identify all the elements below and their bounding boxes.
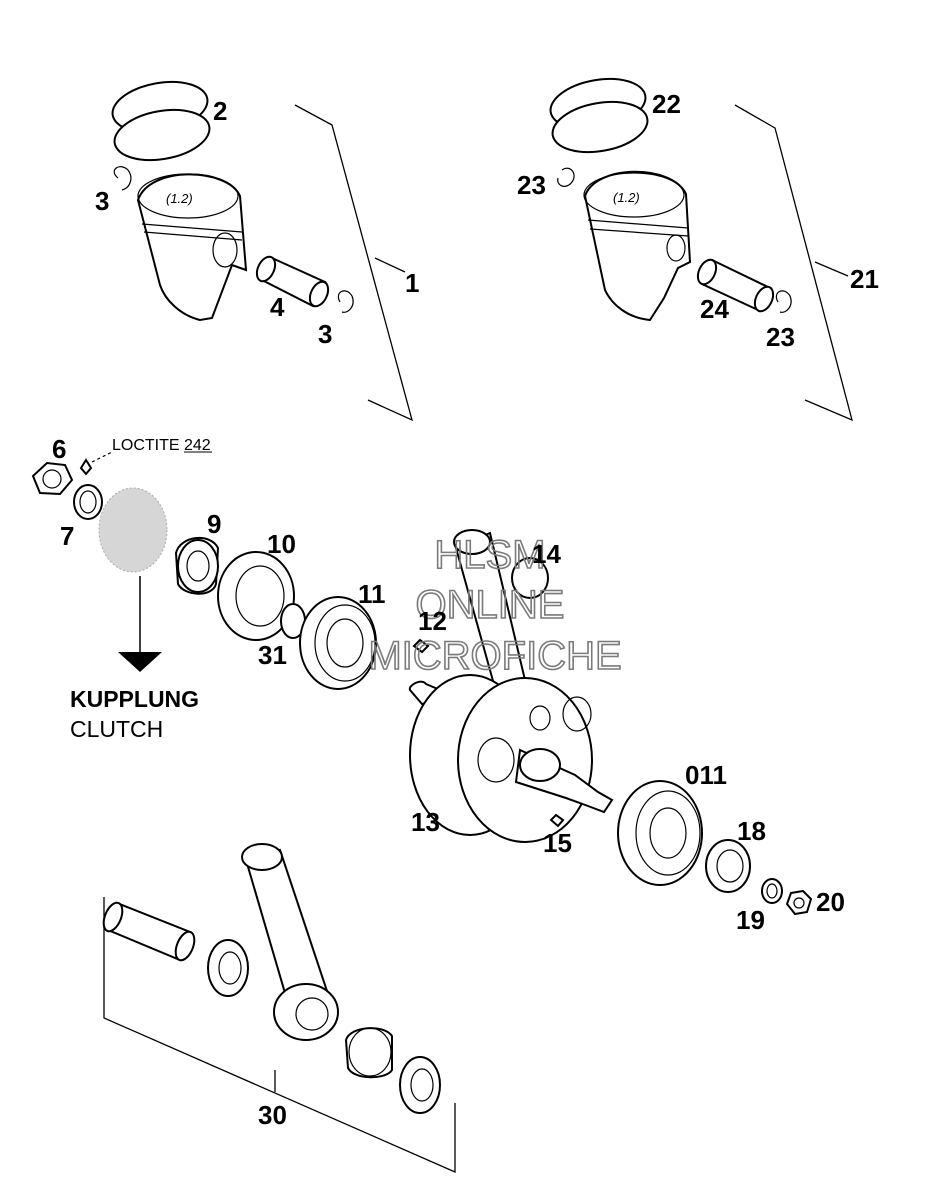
right-bearing-group (617, 780, 813, 916)
thrust-washer-icon (207, 939, 249, 997)
needle-bearing-icon (511, 557, 549, 599)
ball-bearing-icon (299, 596, 377, 690)
callout-7: 7 (60, 521, 74, 551)
crank-pin-icon (102, 901, 196, 962)
circlip-icon (113, 166, 354, 313)
callout-1: 1 (405, 268, 419, 298)
woodruff-key-icon (412, 638, 430, 654)
thrust-washer-icon (399, 1056, 441, 1114)
clutch-label-en: CLUTCH (70, 716, 163, 742)
piston-marking-right: (1.2) (613, 190, 640, 205)
watermark-line-3: MICROFICHE (368, 634, 621, 678)
oil-seal-icon (705, 839, 751, 893)
group-bracket-1 (294, 104, 413, 422)
callout-19: 19 (736, 905, 765, 935)
callout-13: 13 (411, 807, 440, 837)
connecting-rod-icon (241, 843, 339, 1041)
left-bearing-group (174, 536, 430, 690)
callout-20: 20 (816, 887, 845, 917)
watermark: HLSM ONLINE MICROFICHE (368, 532, 623, 679)
piston-icon: (1.2) (583, 170, 692, 322)
crankshaft-icon (408, 529, 614, 843)
watermark-line-2: ONLINE (416, 583, 565, 627)
callout-011: 011 (685, 760, 727, 790)
piston-icon: (1.2) (136, 173, 248, 322)
callout-23a: 23 (517, 170, 546, 200)
callout-18: 18 (737, 816, 766, 846)
callout-14: 14 (532, 539, 561, 569)
piston-assembly-right: (1.2) (549, 77, 853, 422)
connecting-rod-kit (102, 843, 456, 1173)
callout-10: 10 (267, 529, 296, 559)
lock-pin-icon (79, 458, 93, 476)
callout-9: 9 (207, 509, 221, 539)
callout-15: 15 (543, 828, 572, 858)
woodruff-key-icon (549, 813, 565, 828)
piston-ring-icon (549, 77, 649, 154)
washer-icon (73, 484, 103, 520)
clutch-label-de: KUPPLUNG (70, 686, 199, 712)
callout-4: 4 (270, 292, 285, 322)
watermark-line-1: HLSM (434, 533, 545, 577)
loctite-leader (91, 451, 113, 463)
oil-seal-icon (217, 551, 295, 641)
piston-pin-icon (696, 258, 775, 313)
leader-1 (374, 257, 406, 273)
callout-3a: 3 (95, 186, 109, 216)
callout-11: 11 (358, 579, 386, 609)
piston-pin-icon (255, 255, 330, 308)
loctite-note: LOCTITE 242 (112, 437, 211, 454)
callout-24: 24 (700, 294, 729, 324)
clutch-arrow-icon (118, 652, 162, 672)
piston-ring-icon (111, 80, 211, 162)
callout-12: 12 (418, 606, 447, 636)
callout-6: 6 (52, 434, 66, 464)
callout-labels: 1 2 3 3 4 6 7 9 10 11 12 13 14 15 011 18… (52, 89, 879, 1130)
clutch-hub-icon (98, 487, 168, 573)
callout-22: 22 (652, 89, 681, 119)
ball-bearing-icon (617, 780, 703, 886)
circlip-icon (557, 167, 792, 313)
washer-icon (761, 878, 783, 904)
callout-30: 30 (258, 1100, 287, 1130)
callout-23b: 23 (766, 322, 795, 352)
leader-21 (814, 261, 849, 277)
bushing-icon (174, 536, 220, 595)
crankshaft-left-end-parts: LOCTITE 242 KUPPLUNG CLUTCH (31, 437, 212, 742)
group-bracket-21 (734, 104, 853, 422)
piston-assembly-left: (1.2) (111, 80, 413, 422)
nut-icon (785, 889, 813, 916)
piston-marking-left: (1.2) (166, 191, 193, 206)
callout-3b: 3 (318, 319, 332, 349)
hex-nut-icon (31, 461, 74, 496)
callout-2: 2 (213, 96, 227, 126)
callout-31: 31 (258, 640, 287, 670)
group-bracket-30 (103, 897, 456, 1173)
callout-21: 21 (850, 264, 879, 294)
needle-bearing-icon (344, 1027, 393, 1079)
